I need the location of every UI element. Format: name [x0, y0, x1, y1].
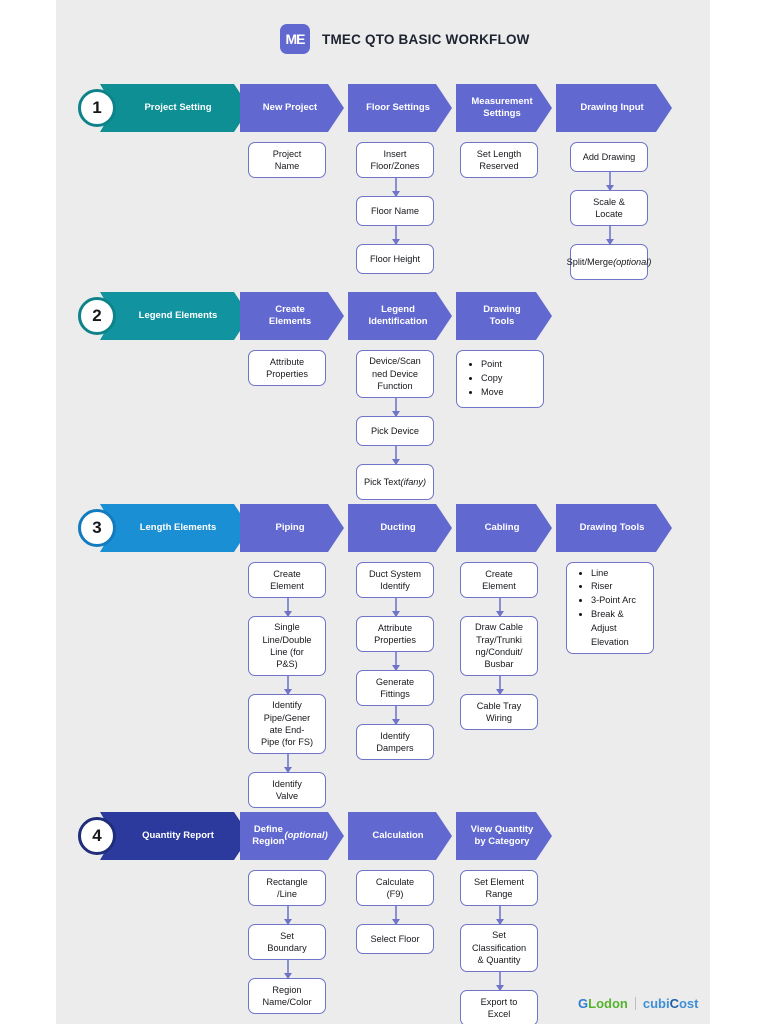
flow-arrow: [287, 906, 289, 924]
flow-arrow: [609, 172, 611, 190]
footer-logos: GLodon cubiCost: [578, 996, 698, 1011]
tools-bullet-list: PointCopyMove: [456, 350, 544, 408]
tmec-logo-icon: ME: [280, 24, 310, 54]
flow-arrow: [287, 960, 289, 978]
flow-arrow: [287, 598, 289, 616]
stage-chevron[interactable]: Cabling: [456, 504, 552, 552]
tools-bullet-list: LineRiser3-Point ArcBreak & Adjust Eleva…: [566, 562, 654, 654]
flow-node[interactable]: Select Floor: [356, 924, 434, 954]
step-number-badge: 3: [78, 509, 116, 547]
flow-node[interactable]: Split/Merge(optional): [567, 244, 651, 280]
flow-node[interactable]: Calculate(F9): [356, 870, 434, 906]
stage-chevron[interactable]: New Project: [240, 84, 344, 132]
flow-node[interactable]: Pick Device: [356, 416, 434, 446]
flow-node[interactable]: Scale &Locate: [570, 190, 648, 226]
flow-node[interactable]: Add Drawing: [570, 142, 648, 172]
list-item: Move: [481, 386, 503, 400]
stage-chevron-primary[interactable]: Quantity Report: [100, 812, 250, 860]
flow-arrow: [395, 226, 397, 244]
stage-chevron[interactable]: Floor Settings: [348, 84, 452, 132]
glodon-logo: GLodon: [578, 996, 628, 1011]
glodon-logo-rest: Lodon: [588, 996, 628, 1011]
flow-arrow: [395, 178, 397, 196]
cubicost-logo-part3: ost: [678, 996, 699, 1011]
footer-divider: [634, 997, 636, 1010]
list-item: 3-Point Arc: [591, 594, 647, 608]
flow-arrow: [395, 906, 397, 924]
stage-chevron[interactable]: Drawing Input: [556, 84, 672, 132]
stage-chevron[interactable]: Drawing Tools: [556, 504, 672, 552]
flow-arrow: [287, 676, 289, 694]
stage-chevron[interactable]: Define Region(optional): [240, 812, 344, 860]
step-number-badge: 1: [78, 89, 116, 127]
flow-node[interactable]: Floor Name: [356, 196, 434, 226]
flow-arrow: [609, 226, 611, 244]
list-item: Break & Adjust Elevation: [591, 608, 647, 649]
flow-arrow: [395, 652, 397, 670]
stage-chevron[interactable]: Piping: [240, 504, 344, 552]
list-item: Riser: [591, 580, 647, 594]
cubicost-logo: cubiCost: [643, 996, 699, 1011]
flow-node[interactable]: Floor Height: [356, 244, 434, 274]
flow-arrow: [395, 398, 397, 416]
flow-node[interactable]: Rectangle/Line: [248, 870, 326, 906]
list-item: Line: [591, 567, 647, 581]
page-header: ME TMEC QTO BASIC WORKFLOW: [280, 24, 530, 54]
flow-arrow: [395, 446, 397, 464]
step-number-badge: 2: [78, 297, 116, 335]
flow-arrow: [287, 754, 289, 772]
glodon-logo-initial: G: [578, 996, 589, 1011]
flow-arrow: [499, 676, 501, 694]
stage-chevron-primary[interactable]: Legend Elements: [100, 292, 250, 340]
flow-arrow: [499, 598, 501, 616]
stage-chevron[interactable]: Drawing Tools: [456, 292, 552, 340]
stage-chevron[interactable]: Calculation: [348, 812, 452, 860]
list-item: Point: [481, 358, 503, 372]
stage-chevron[interactable]: Ducting: [348, 504, 452, 552]
flow-arrow: [499, 906, 501, 924]
flow-arrow: [395, 598, 397, 616]
stage-chevron-primary[interactable]: Project Setting: [100, 84, 250, 132]
step-number-badge: 4: [78, 817, 116, 855]
flow-arrow: [499, 972, 501, 990]
cubicost-logo-part1: cubi: [642, 996, 670, 1011]
cubicost-logo-part2: C: [669, 996, 679, 1011]
list-item: Copy: [481, 372, 503, 386]
page-title: TMEC QTO BASIC WORKFLOW: [322, 31, 530, 47]
stage-chevron-primary[interactable]: Length Elements: [100, 504, 250, 552]
flow-arrow: [395, 706, 397, 724]
